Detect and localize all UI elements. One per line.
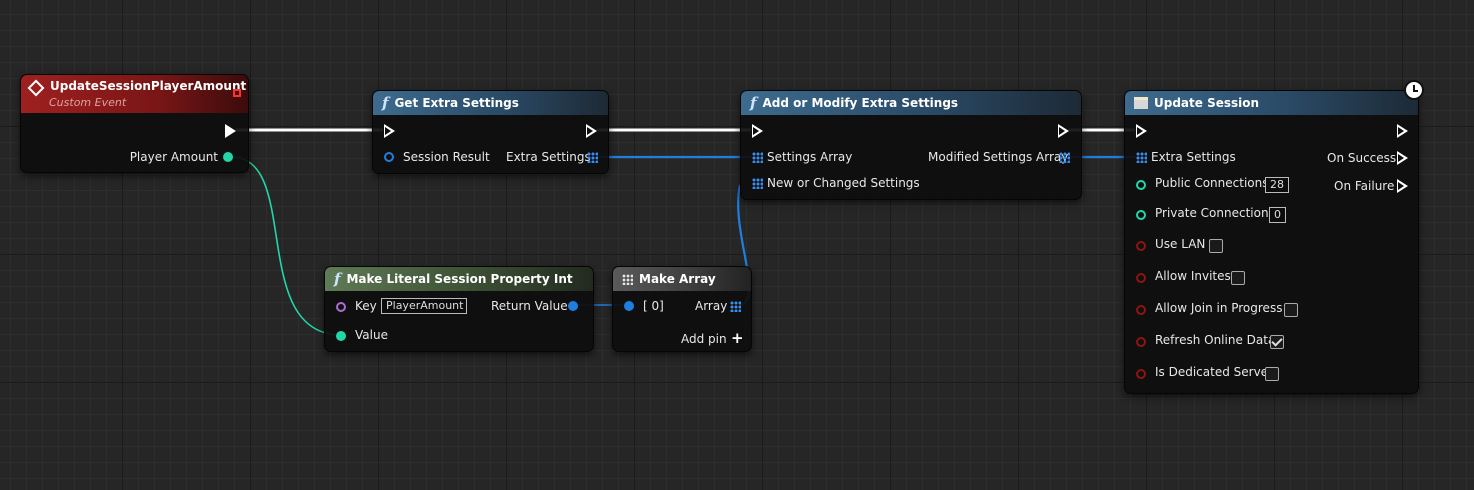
on-failure-label: On Failure — [1334, 179, 1395, 193]
function-icon: f — [334, 270, 341, 288]
on-success-label: On Success — [1327, 151, 1397, 165]
dedicated-checkbox[interactable] — [1265, 367, 1279, 381]
allow-join-label: Allow Join in Progress — [1155, 301, 1283, 315]
custom-event-node[interactable]: UpdateSessionPlayerAmount Custom Event P… — [20, 74, 249, 173]
exec-in-pin[interactable] — [384, 124, 395, 138]
dedicated-label: Is Dedicated Server — [1155, 365, 1274, 379]
custom-event-subtitle: Custom Event — [49, 96, 127, 109]
exec-out-pin[interactable] — [1058, 124, 1069, 138]
allow-invites-checkbox[interactable] — [1231, 271, 1245, 285]
session-result-pin[interactable] — [384, 152, 394, 162]
array-output-pin[interactable] — [730, 301, 741, 312]
key-pin[interactable] — [336, 302, 346, 312]
extra-settings-array-pin[interactable] — [587, 152, 598, 163]
return-value-pin[interactable] — [568, 301, 578, 311]
new-or-changed-label: New or Changed Settings — [767, 176, 920, 190]
add-pin-plus-icon[interactable]: + — [731, 329, 744, 347]
exec-in-pin[interactable] — [752, 124, 763, 138]
refresh-online-label: Refresh Online Data — [1155, 333, 1276, 347]
exec-in-pin[interactable] — [1136, 124, 1147, 138]
get-extra-settings-title: Get Extra Settings — [394, 96, 519, 110]
use-lan-pin[interactable] — [1136, 241, 1146, 251]
index-0-pin[interactable] — [624, 301, 634, 311]
key-label: Key — [355, 299, 377, 313]
new-or-changed-pin[interactable] — [752, 178, 763, 189]
use-lan-checkbox[interactable] — [1209, 239, 1223, 253]
add-modify-title: Add or Modify Extra Settings — [762, 96, 959, 110]
async-task-icon — [1134, 97, 1148, 109]
exec-out-pin[interactable] — [225, 124, 236, 138]
exec-out-pin[interactable] — [1397, 124, 1408, 138]
value-pin[interactable] — [336, 331, 346, 341]
add-modify-header[interactable]: f Add or Modify Extra Settings — [741, 91, 1081, 115]
update-session-title: Update Session — [1154, 96, 1260, 110]
session-result-label: Session Result — [403, 150, 490, 164]
extra-settings-label: Extra Settings — [506, 150, 591, 164]
private-connections-pin[interactable] — [1136, 210, 1146, 220]
latent-clock-icon — [1404, 80, 1424, 100]
exec-out-pin[interactable] — [586, 124, 597, 138]
public-connections-label: Public Connections — [1155, 176, 1269, 190]
get-extra-settings-node[interactable]: f Get Extra Settings Session Result Extr… — [372, 90, 609, 174]
make-literal-session-property-int-node[interactable]: f Make Literal Session Property Int Key … — [324, 266, 594, 352]
make-array-title: Make Array — [639, 272, 716, 286]
extra-settings-label: Extra Settings — [1151, 150, 1236, 164]
custom-event-title: UpdateSessionPlayerAmount — [50, 79, 247, 93]
array-label: Array — [695, 299, 728, 313]
function-icon: f — [382, 94, 389, 112]
add-modify-extra-settings-node[interactable]: f Add or Modify Extra Settings Settings … — [740, 90, 1082, 200]
add-pin-label[interactable]: Add pin — [681, 332, 727, 346]
use-lan-label: Use LAN — [1155, 237, 1206, 251]
int-wire-player-amount-to-value — [232, 156, 339, 336]
refresh-online-checkbox[interactable] — [1270, 335, 1284, 349]
modified-settings-array-pin[interactable] — [1059, 152, 1070, 163]
update-session-node[interactable]: Update Session Extra Settings On Success… — [1124, 90, 1419, 394]
value-label: Value — [355, 328, 388, 342]
return-value-label: Return Value — [491, 299, 568, 313]
allow-join-checkbox[interactable] — [1284, 303, 1298, 317]
make-literal-title: Make Literal Session Property Int — [346, 272, 573, 286]
on-success-exec-pin[interactable] — [1397, 151, 1408, 165]
get-extra-settings-header[interactable]: f Get Extra Settings — [373, 91, 608, 115]
modified-settings-array-label: Modified Settings Array — [928, 150, 1069, 164]
private-connections-input[interactable]: 0 — [1269, 207, 1286, 223]
update-session-header[interactable]: Update Session — [1125, 91, 1418, 115]
index-0-label: [ 0] — [643, 299, 664, 313]
extra-settings-pin[interactable] — [1136, 152, 1147, 163]
allow-join-pin[interactable] — [1136, 305, 1146, 315]
make-literal-header[interactable]: f Make Literal Session Property Int — [325, 267, 593, 291]
public-connections-pin[interactable] — [1136, 180, 1146, 190]
refresh-online-pin[interactable] — [1136, 337, 1146, 347]
delegate-output-icon[interactable] — [233, 89, 241, 97]
settings-array-label: Settings Array — [767, 150, 853, 164]
key-input[interactable]: PlayerAmount — [381, 298, 467, 314]
make-array-node[interactable]: Make Array [ 0] Array Add pin + — [612, 266, 752, 352]
settings-array-pin[interactable] — [752, 152, 763, 163]
make-array-header[interactable]: Make Array — [613, 267, 751, 291]
array-icon — [622, 273, 633, 285]
allow-invites-label: Allow Invites — [1155, 269, 1231, 283]
dedicated-pin[interactable] — [1136, 369, 1146, 379]
player-amount-pin[interactable] — [223, 152, 233, 162]
on-failure-exec-pin[interactable] — [1397, 179, 1408, 193]
public-connections-input[interactable]: 28 — [1265, 177, 1289, 193]
custom-event-header[interactable]: UpdateSessionPlayerAmount Custom Event — [21, 75, 248, 113]
allow-invites-pin[interactable] — [1136, 273, 1146, 283]
player-amount-label: Player Amount — [129, 150, 218, 164]
event-diamond-icon — [27, 79, 45, 97]
function-icon: f — [750, 94, 757, 112]
private-connections-label: Private Connections — [1155, 206, 1275, 220]
